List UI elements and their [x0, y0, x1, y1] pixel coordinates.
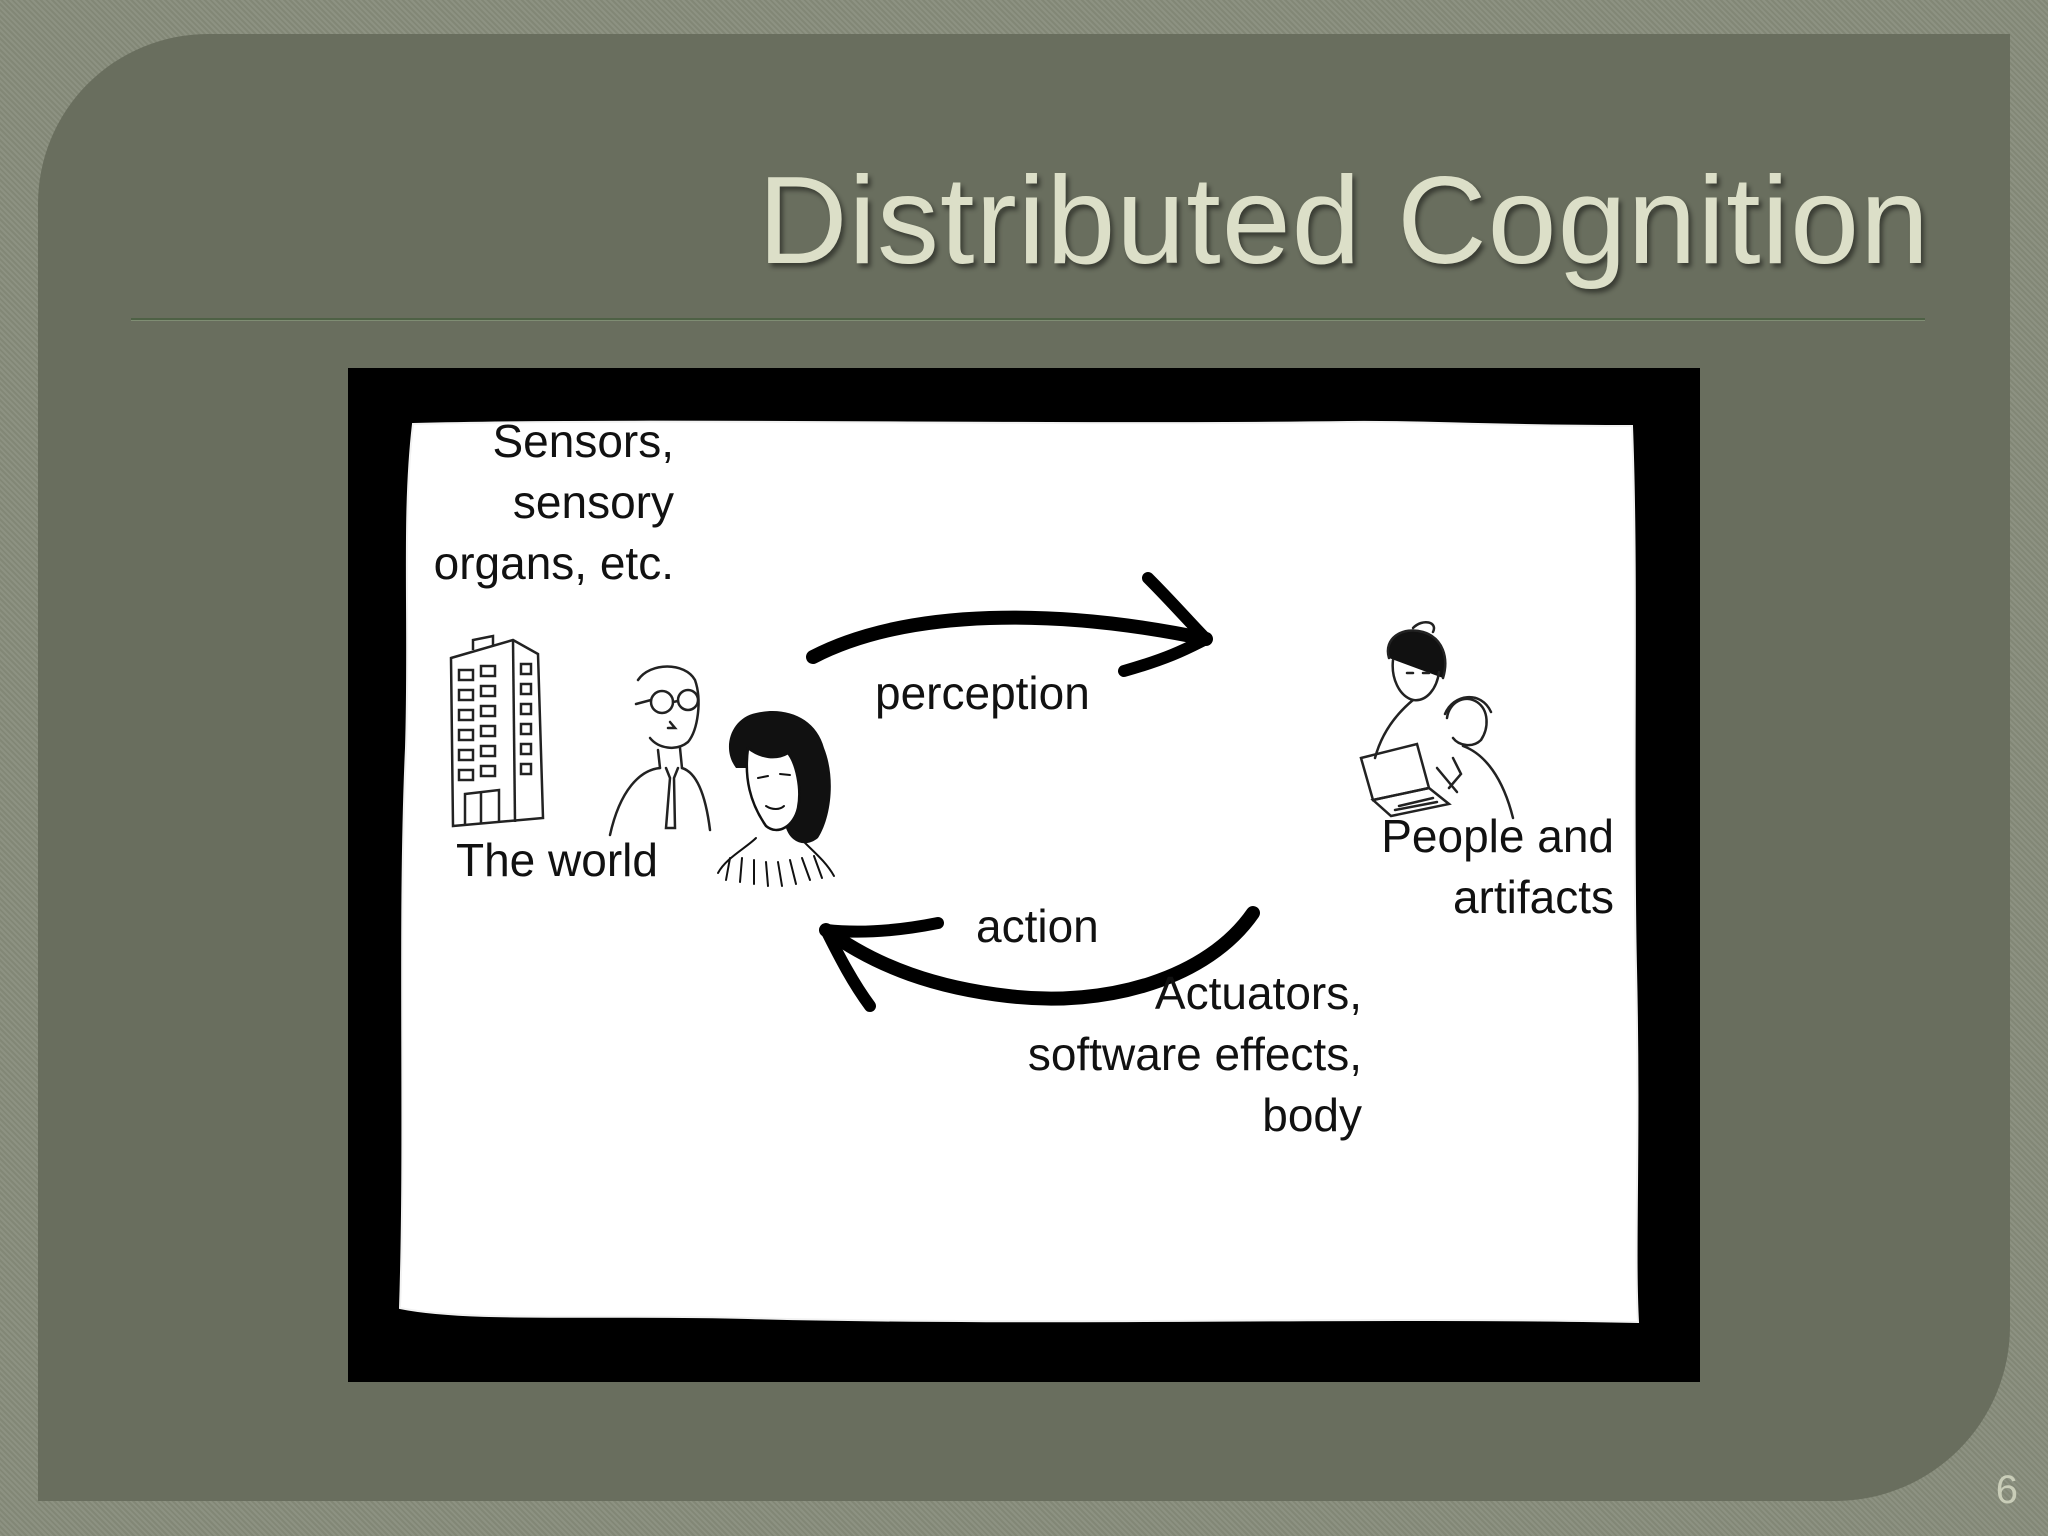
scientist-icon — [600, 660, 715, 837]
actuators-label-line-3: body — [1262, 1089, 1362, 1141]
building-icon — [443, 618, 573, 838]
perception-arrow — [806, 572, 1213, 677]
paper-sheet — [398, 420, 1640, 1324]
world-label: The world — [456, 834, 658, 886]
sensors-label-line-3: organs, etc. — [433, 537, 674, 589]
sensors-label-line-1: Sensors, — [492, 415, 674, 467]
action-label: action — [976, 900, 1099, 952]
sensors-label-line-2: sensory — [512, 476, 674, 528]
actuators-label-line-1: Actuators, — [1154, 967, 1362, 1019]
actuators-label-line-2: software effects, — [1027, 1028, 1362, 1080]
building-drawing — [449, 634, 545, 828]
diagram-canvas — [398, 420, 1640, 1324]
scientist-drawing — [608, 665, 712, 837]
woman-drawing — [717, 711, 835, 887]
sensors-label: Sensors, sensory organs, etc. — [434, 411, 674, 594]
title-divider — [131, 318, 1925, 321]
action-arrow — [819, 906, 1260, 1012]
people-drawing — [1359, 620, 1515, 820]
diagram-frame: Sensors, sensory organs, etc. perception… — [348, 368, 1700, 1382]
people-label-line-2: artifacts — [1452, 871, 1614, 923]
actuators-label: Actuators, software effects, body — [1028, 963, 1362, 1146]
woman-icon — [706, 708, 846, 888]
slide-title: Distributed Cognition — [757, 152, 1930, 290]
slide-number: 6 — [1995, 1468, 2018, 1512]
people-label: People and artifacts — [1381, 806, 1614, 928]
perception-label: perception — [875, 667, 1090, 719]
people-with-laptop-icon — [1353, 618, 1523, 828]
people-label-line-1: People and — [1381, 810, 1614, 862]
